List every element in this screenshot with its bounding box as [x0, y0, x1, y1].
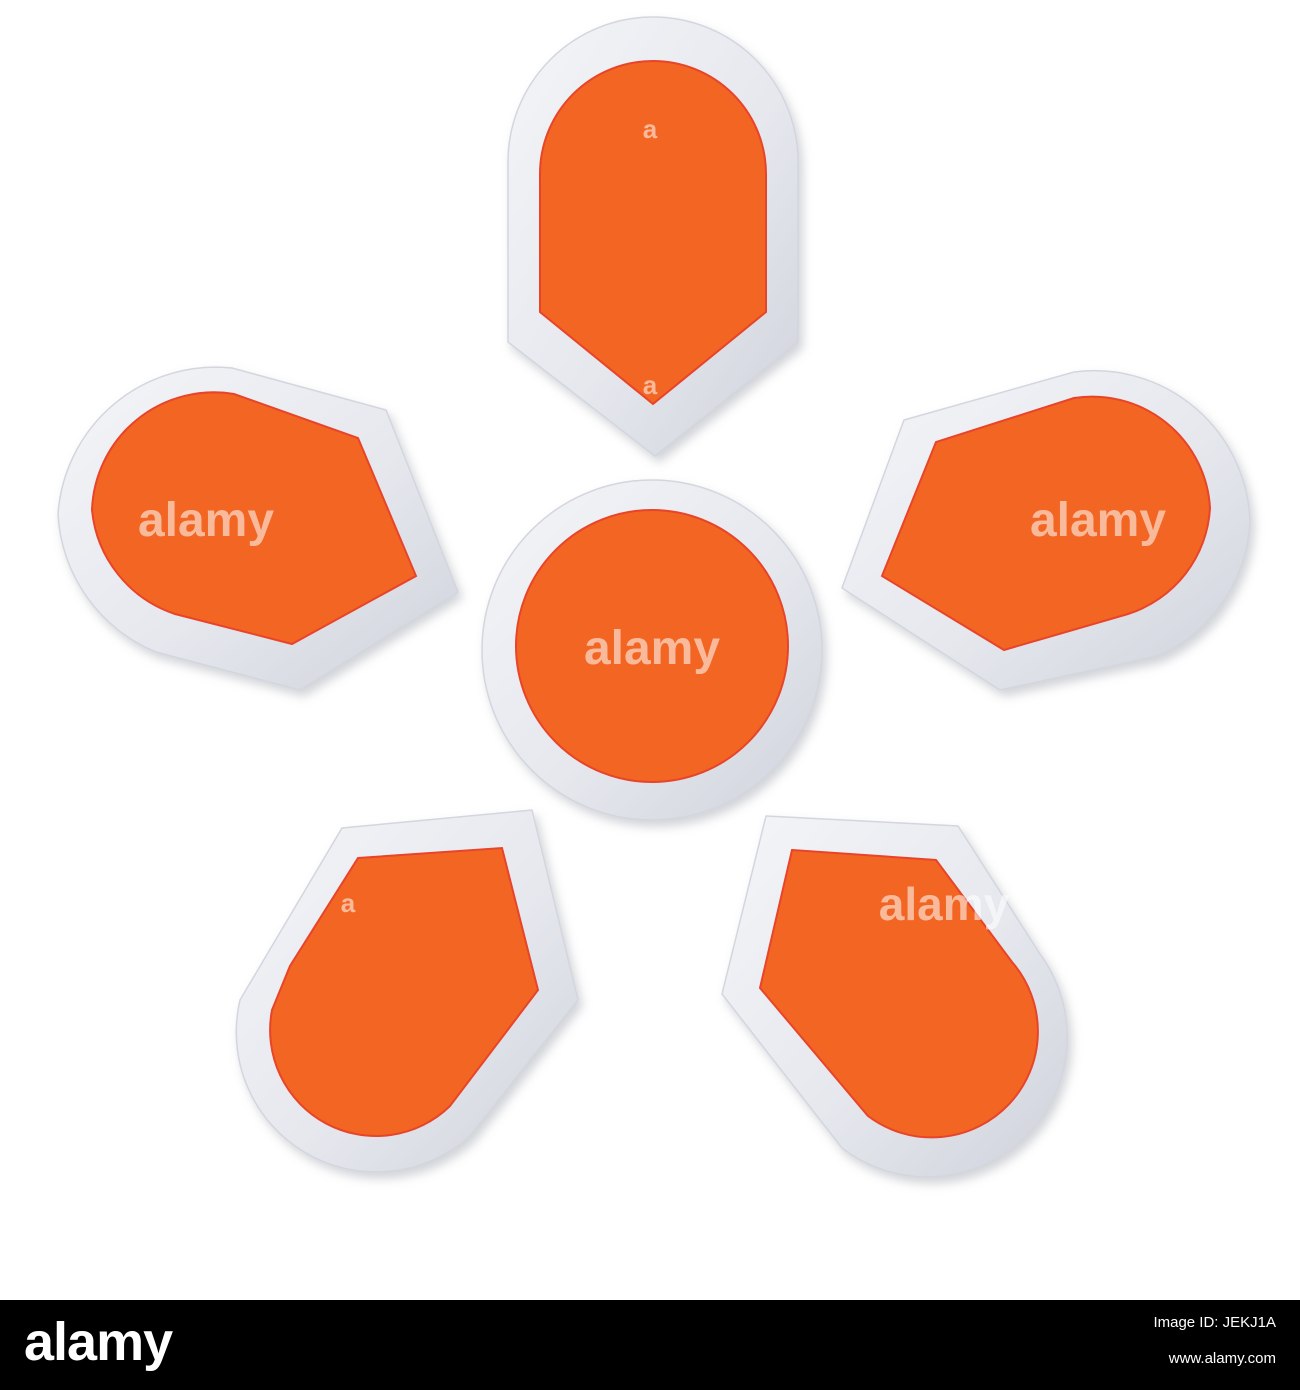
watermark-letter-top: a — [643, 114, 658, 144]
center-circle-fill — [515, 509, 789, 783]
watermark-right: alamy — [1030, 494, 1166, 547]
footer-brand-logo: alamy — [24, 1312, 173, 1372]
watermark-group: alamy alamy alamy alamy a a a — [138, 114, 1166, 930]
watermark-left: alamy — [138, 494, 274, 547]
center-circle — [481, 479, 823, 821]
watermark-bottom-right: alamy — [879, 878, 1010, 930]
footer-image-id: Image ID: JEKJ1A — [1153, 1314, 1276, 1331]
watermark-letter-bottom-left: a — [341, 888, 356, 918]
footer-url: www.alamy.com — [1168, 1350, 1276, 1367]
footer-bar: alamy Image ID: JEKJ1A www.alamy.com — [0, 1300, 1300, 1390]
watermark-center: alamy — [584, 622, 720, 675]
petal-bottom-left — [235, 809, 579, 1173]
petal-right — [841, 369, 1251, 691]
petal-left-fill — [90, 391, 418, 646]
petal-right-fill — [880, 395, 1212, 652]
petal-bottom-right — [721, 815, 1068, 1178]
petal-left — [57, 366, 459, 691]
diagram-canvas: alamy alamy alamy alamy a a a — [57, 16, 1251, 1178]
flower-diagram: alamy alamy alamy alamy a a a — [57, 16, 1251, 1178]
petal-top-fill — [539, 60, 767, 406]
petal-bottom-left-fill — [269, 846, 540, 1137]
petal-top — [507, 16, 799, 457]
watermark-letter-top-lower: a — [643, 370, 658, 400]
petal-bottom-right-fill — [758, 848, 1039, 1139]
